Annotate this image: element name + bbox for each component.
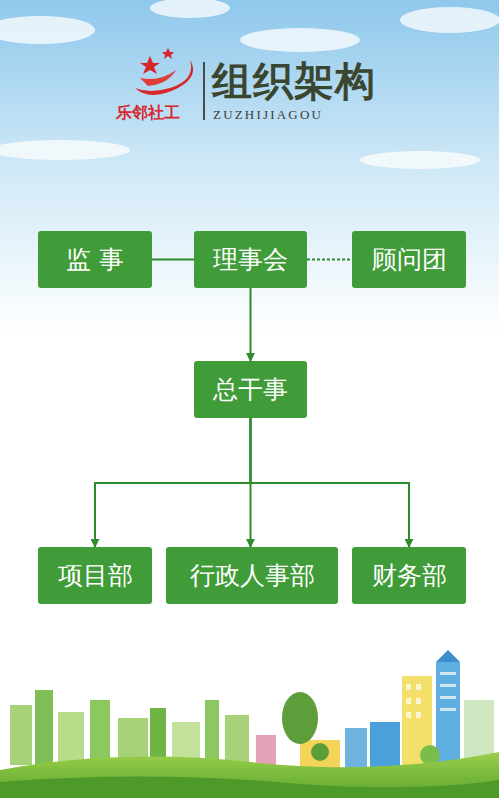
process-box: 顾问团 — [352, 231, 466, 288]
process-box: 财务部 — [352, 547, 466, 604]
logo-text: 乐邻社工 — [116, 103, 180, 124]
box-label: 总干事 — [213, 376, 288, 404]
connector — [95, 418, 251, 547]
process-box: 总干事 — [194, 361, 307, 418]
title-subtitle: ZUZHIJIAGOU — [213, 107, 323, 123]
box-label: 顾问团 — [372, 246, 447, 274]
connector — [250, 288, 252, 361]
box-label: 财务部 — [372, 562, 447, 590]
process-box: 监 事 — [38, 231, 152, 288]
process-box: 项目部 — [38, 547, 152, 604]
connector — [152, 259, 194, 261]
box-label: 行政人事部 — [190, 562, 315, 590]
dashed-connector — [307, 259, 352, 261]
box-label: 理事会 — [213, 246, 288, 274]
process-box: 理事会 — [194, 231, 307, 288]
connector — [251, 418, 410, 547]
page-title: 组织架构 — [212, 54, 376, 109]
process-box: 行政人事部 — [166, 547, 338, 604]
box-label: 监 事 — [66, 246, 124, 274]
box-label: 项目部 — [58, 562, 133, 590]
